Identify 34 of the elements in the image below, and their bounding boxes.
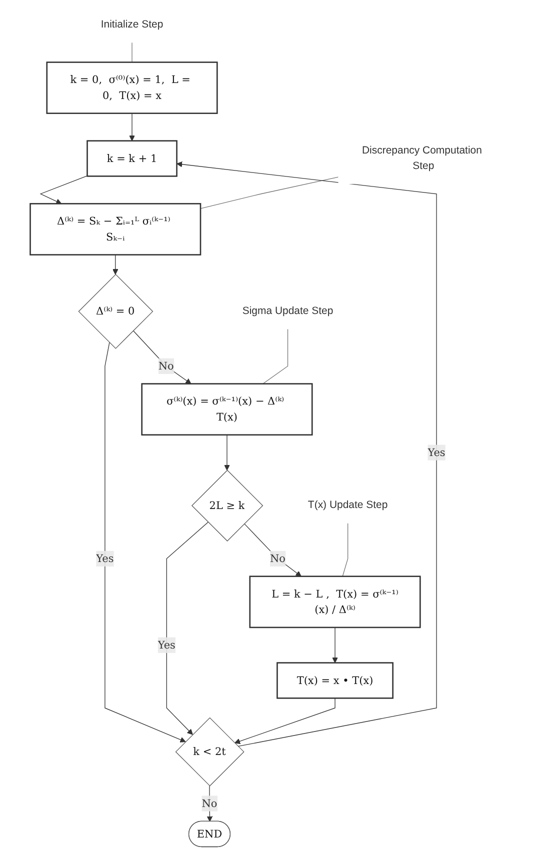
- node-diamond: Δ⁽ᵏ⁾ = 0: [78, 274, 154, 349]
- edge-label: No: [270, 552, 286, 565]
- arrow: [234, 698, 336, 744]
- arrow: [40, 176, 88, 204]
- edge-label: Yes: [428, 446, 446, 458]
- edge-label: Yes: [158, 638, 176, 652]
- node-text: Initialize Step: [100, 19, 164, 30]
- node-box: T(x) = x • T(x): [276, 662, 394, 699]
- connector: [342, 522, 348, 577]
- arrow: [112, 254, 118, 275]
- arrow: [132, 330, 192, 384]
- arrow: [166, 522, 209, 735]
- node-text: T(x) Update Step: [308, 500, 388, 511]
- node-diamond: 2L ≥ k: [192, 470, 264, 542]
- node-box: k = k + 1: [86, 140, 178, 177]
- node-text: Discrepancy Computation Step: [362, 144, 482, 172]
- node-box: k = 0, σ⁽⁰⁾(x) = 1, L = 0, T(x) = x: [46, 62, 218, 114]
- node-box: L = k − L , T(x) = σ⁽ᵏ⁻¹⁾(x) / Δ⁽ᵏ⁾: [249, 576, 421, 628]
- arrow: [332, 627, 338, 664]
- arrow: [206, 786, 213, 822]
- node-diamond: k < 2t: [175, 717, 244, 786]
- node-text: Sigma Update Step: [242, 306, 334, 317]
- arrow: [129, 113, 135, 142]
- arrow: [224, 434, 230, 470]
- node-box: Δ⁽ᵏ⁾ = Sₖ − Σᵢ₌₁ᴸ σᵢ⁽ᵏ⁻¹⁾ Sₖ₋ᵢ: [30, 203, 202, 256]
- edge-label: No: [158, 360, 174, 372]
- arrow: [176, 161, 437, 747]
- arrow: [244, 523, 302, 577]
- node-box: σ⁽ᵏ⁾(x) = σ⁽ᵏ⁻¹⁾(x) − Δ⁽ᵏ⁾ T(x): [141, 383, 313, 436]
- connector: [200, 176, 339, 209]
- arrow: [104, 342, 186, 742]
- connector: [262, 328, 288, 384]
- edge-label: Yes: [96, 552, 114, 565]
- edge-label: No: [202, 796, 218, 810]
